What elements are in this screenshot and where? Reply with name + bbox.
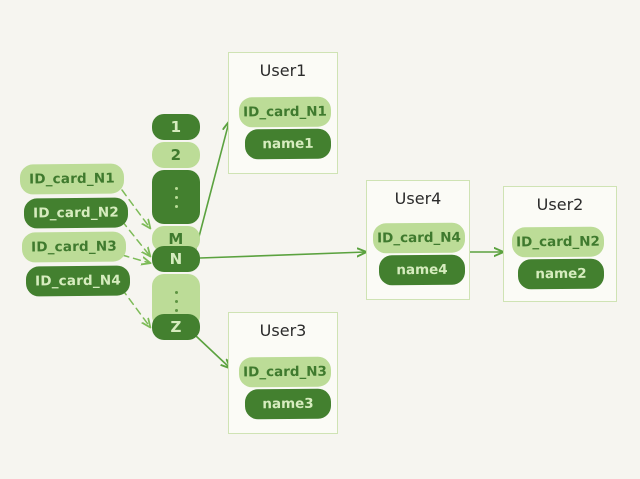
user2-field-name: name2 bbox=[517, 258, 605, 290]
bucket-1[interactable]: 1 bbox=[152, 114, 200, 140]
key-pill-id-card-n1[interactable]: ID_card_N1 bbox=[19, 163, 125, 195]
edge-key2-to-bucket-N bbox=[121, 220, 150, 256]
bucket-z[interactable]: Z bbox=[152, 314, 200, 340]
user2-field-id-card: ID_card_N2 bbox=[511, 226, 605, 258]
edge-bucket-M-to-user1 bbox=[194, 122, 229, 253]
edge-key4-to-bucket-Z bbox=[121, 288, 150, 327]
user1-field-name: name1 bbox=[244, 128, 332, 160]
key-pill-id-card-n3[interactable]: ID_card_N3 bbox=[21, 231, 127, 263]
user1-field-id-card: ID_card_N1 bbox=[238, 96, 332, 128]
bucket-n[interactable]: N bbox=[152, 246, 200, 272]
edge-key3-to-bucket-N bbox=[121, 254, 150, 263]
key-pill-id-card-n4[interactable]: ID_card_N4 bbox=[25, 265, 131, 297]
user2-title: User2 bbox=[536, 195, 584, 214]
bucket-2[interactable]: 2 bbox=[152, 142, 200, 168]
user3-title: User3 bbox=[259, 321, 307, 340]
user1-title: User1 bbox=[259, 61, 307, 80]
user3-field-name: name3 bbox=[244, 388, 332, 420]
edge-bucket-N-to-user4 bbox=[199, 252, 366, 259]
user3-field-id-card: ID_card_N3 bbox=[238, 356, 332, 388]
user4-field-name: name4 bbox=[378, 254, 466, 286]
edge-bucket-Z-to-user3 bbox=[195, 335, 230, 368]
user-box-user1[interactable]: User1 ID_card_N1 name1 bbox=[228, 52, 338, 174]
user-box-user3[interactable]: User3 ID_card_N3 name3 bbox=[228, 312, 338, 434]
user4-field-id-card: ID_card_N4 bbox=[372, 222, 466, 254]
key-pill-id-card-n2[interactable]: ID_card_N2 bbox=[23, 197, 129, 229]
bucket-ellipsis-upper bbox=[152, 170, 200, 224]
user-box-user4[interactable]: User4 ID_card_N4 name4 bbox=[366, 180, 470, 300]
user4-title: User4 bbox=[394, 189, 442, 208]
user-box-user2[interactable]: User2 ID_card_N2 name2 bbox=[503, 186, 617, 302]
